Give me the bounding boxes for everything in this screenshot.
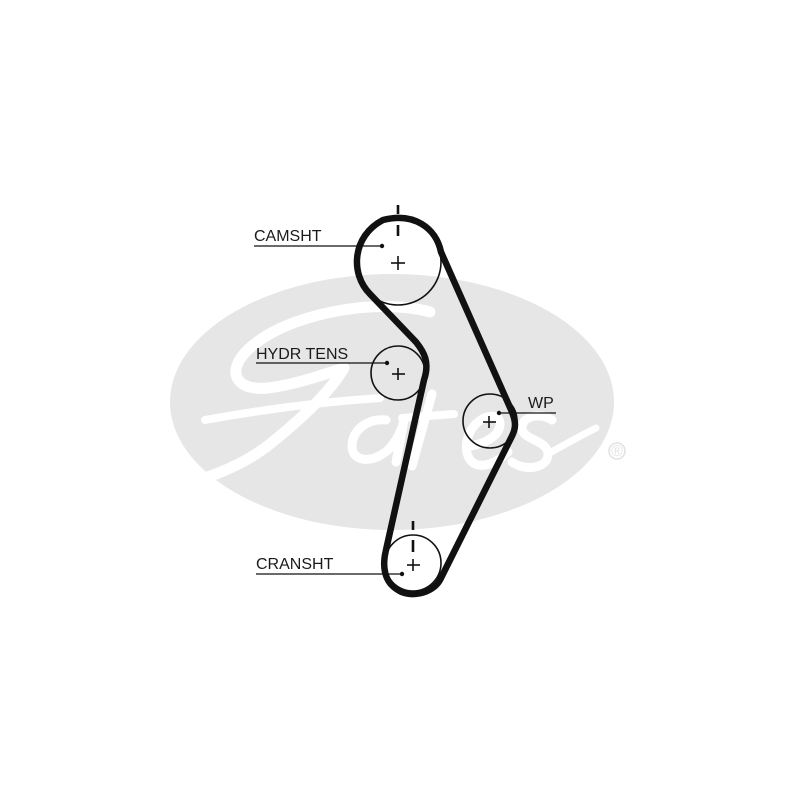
watermark-oval (170, 274, 614, 530)
water-pump-label: WP (528, 395, 554, 412)
tensioner-label: HYDR TENS (256, 346, 348, 363)
registered-mark: ® (611, 443, 623, 460)
crankshaft-center-icon (407, 559, 420, 571)
water-pump-leader-dot (496, 410, 502, 416)
crankshaft-leader-dot (399, 571, 405, 577)
watermark-script (199, 301, 600, 484)
camshaft-leader-dot (379, 243, 385, 249)
timing-belt (353, 214, 519, 598)
registered-mark-circle (608, 442, 626, 460)
crankshaft-label: CRANSHT (256, 556, 334, 573)
leader-lines (254, 245, 556, 575)
center-markers (391, 256, 496, 571)
tensioner-leader-dot (384, 360, 390, 366)
water-pump-center-icon (483, 416, 496, 428)
tensioner-center-icon (392, 368, 405, 380)
leader-dots (379, 243, 502, 577)
gates-watermark: ® (170, 274, 626, 530)
camshaft-center-icon (391, 256, 405, 270)
camshaft-label: CAMSHT (254, 228, 322, 245)
timing-marks (396, 205, 415, 552)
